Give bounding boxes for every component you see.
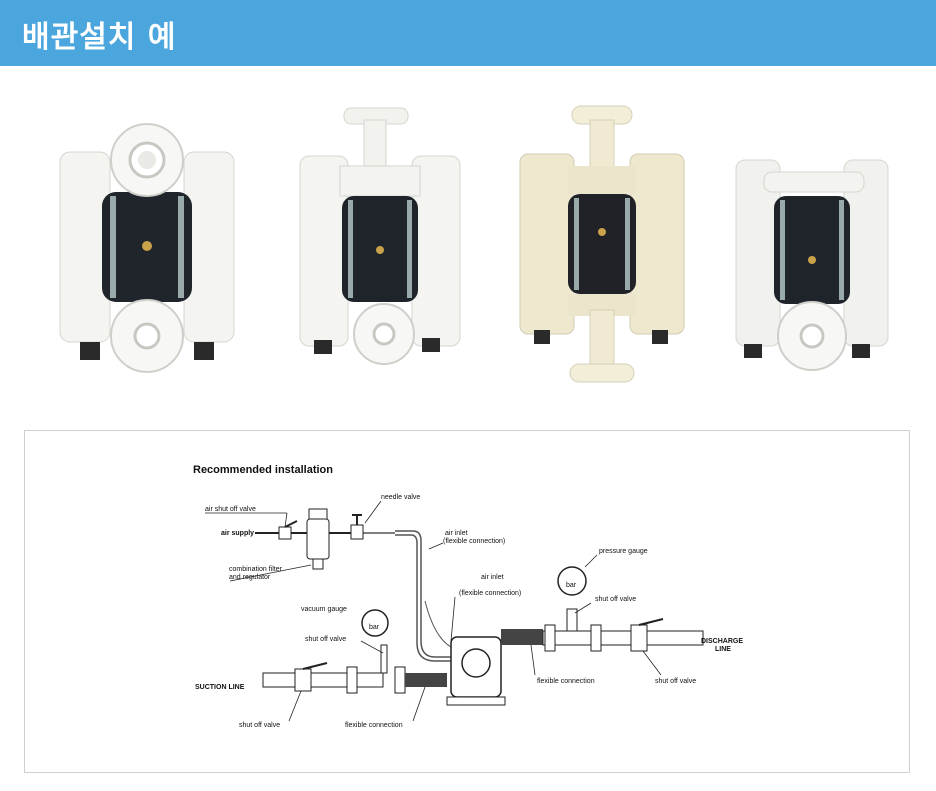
- label-shut-off-valve-bottom-right: shut off valve: [655, 678, 696, 685]
- label-suction-line: SUCTION LINE: [195, 684, 245, 691]
- page-title: 배관설치 예: [22, 20, 177, 55]
- label-flexible-connection-right: flexible connection: [537, 678, 595, 685]
- pressure-gauge-unit: bar: [566, 582, 577, 589]
- header-banner: 배관설치 예: [0, 0, 936, 66]
- label-air-inlet-1: air inlet: [445, 530, 468, 537]
- label-pressure-gauge: pressure gauge: [599, 548, 648, 555]
- label-flexible-connection-bottom: flexible connection: [345, 722, 403, 729]
- diagram-title: Recommended installation: [193, 464, 333, 476]
- label-discharge: DISCHARGE: [701, 638, 743, 645]
- label-flexible-connection-paren: (flexible connection): [459, 590, 521, 597]
- label-air-inlet-flex: (flexible connection): [443, 538, 505, 545]
- label-air-shut-off-valve: air shut off valve: [205, 506, 256, 513]
- pump-top-flange-icon: [299, 107, 461, 365]
- label-and-regulator: and regulator: [229, 574, 271, 581]
- label-combination-filter: combination filter: [229, 566, 283, 573]
- pump-side-pipe-icon: [735, 159, 889, 371]
- installation-diagram: Recommended installation bar: [24, 430, 910, 773]
- pump-front-flange-icon: [59, 123, 235, 373]
- label-shut-off-valve-left: shut off valve: [305, 636, 346, 643]
- label-shut-off-valve-bottom-left: shut off valve: [239, 722, 280, 729]
- label-air-inlet-2: air inlet: [481, 574, 504, 581]
- vacuum-gauge-unit: bar: [369, 624, 380, 631]
- installation-diagram-drawing: Recommended installation bar: [193, 464, 743, 729]
- label-air-supply: air supply: [221, 530, 254, 537]
- label-discharge-line: LINE: [715, 646, 731, 653]
- label-vacuum-gauge: vacuum gauge: [301, 606, 347, 613]
- label-needle-valve: needle valve: [381, 494, 420, 501]
- pump-vertical-pipe-icon: [519, 105, 685, 383]
- label-shut-off-valve-right: shut off valve: [595, 596, 636, 603]
